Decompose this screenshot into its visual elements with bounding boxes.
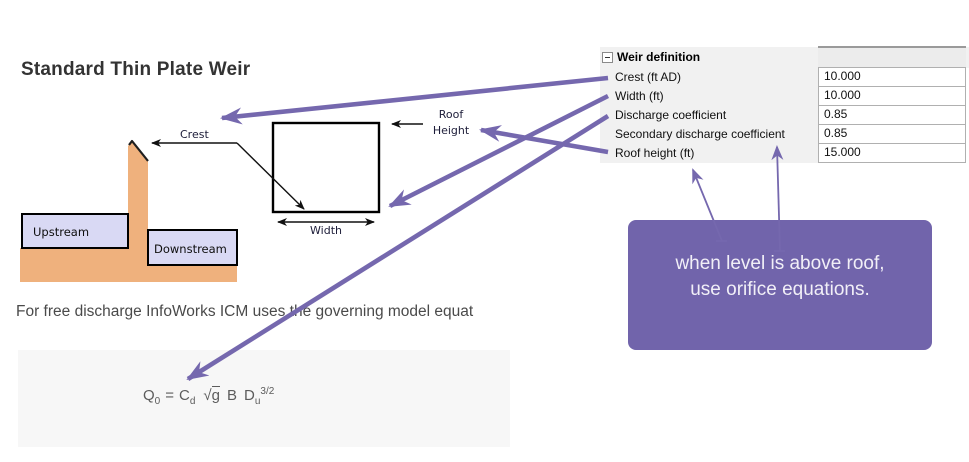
arrow-crest-row-to-crest xyxy=(220,75,609,125)
callout-line2: use orifice equations. xyxy=(690,279,870,300)
arrow-width-row-to-width xyxy=(388,93,610,209)
property-row-value[interactable]: 15.000 xyxy=(818,144,966,163)
orifice-box xyxy=(271,121,381,214)
downstream-label: Downstream xyxy=(154,242,227,256)
upstream-label: Upstream xyxy=(33,225,89,239)
property-table-value-column-header xyxy=(818,46,966,68)
eq-radical: √ xyxy=(203,387,212,404)
callout-line1: when level is above roof, xyxy=(675,253,885,274)
body-paragraph: For free discharge InfoWorks ICM uses th… xyxy=(16,303,474,320)
eq-b: B xyxy=(226,387,237,404)
property-table-rows: Crest (ft AD) 10.000 Width (ft) 10.000 D… xyxy=(600,67,969,163)
table-row-width: Width (ft) 10.000 xyxy=(600,87,969,106)
callout-note: when level is above roof, use orifice eq… xyxy=(628,220,932,350)
crest-arrow-to-box xyxy=(236,142,305,210)
crest-label: Crest xyxy=(180,128,209,141)
property-row-value[interactable]: 0.85 xyxy=(818,125,966,144)
weir-structure-shape xyxy=(20,141,237,282)
property-table-header-label: Weir definition xyxy=(617,50,701,64)
property-row-label: Discharge coefficient xyxy=(600,106,818,125)
collapse-minus-icon[interactable] xyxy=(602,52,613,63)
eq-d: D xyxy=(244,387,255,404)
roof-height-label-line2: Height xyxy=(433,124,470,137)
minus-glyph xyxy=(605,57,610,58)
eq-q-sub: 0 xyxy=(154,396,161,407)
weir-diagram: Upstream Downstream Crest Roof Height Wi… xyxy=(20,108,470,282)
property-row-label: Secondary discharge coefficient xyxy=(600,125,818,144)
page-title: Standard Thin Plate Weir xyxy=(21,59,251,80)
width-label: Width xyxy=(310,224,342,237)
property-row-label: Crest (ft AD) xyxy=(600,68,818,87)
eq-d-sub: u xyxy=(254,396,261,407)
table-row-crest: Crest (ft AD) 10.000 xyxy=(600,67,969,87)
thin-plate-crest-edge xyxy=(128,139,149,162)
property-table: Weir definition Crest (ft AD) 10.000 Wid… xyxy=(600,46,969,163)
table-row-secondary-discharge-coefficient: Secondary discharge coefficient 0.85 xyxy=(600,125,969,144)
property-table-header[interactable]: Weir definition xyxy=(600,46,969,68)
property-row-label: Roof height (ft) xyxy=(600,144,818,163)
eq-exponent: 3/2 xyxy=(260,386,275,397)
eq-c: C xyxy=(179,387,190,404)
eq-equals: = xyxy=(165,387,174,404)
downstream-water xyxy=(147,229,238,266)
arrow-roofheight-row-to-roof-label xyxy=(479,125,609,155)
table-row-discharge-coefficient: Discharge coefficient 0.85 xyxy=(600,106,969,125)
table-row-roof-height: Roof height (ft) 15.000 xyxy=(600,144,969,163)
eq-c-sub: d xyxy=(189,396,196,407)
arrow-discharge-row-to-equation xyxy=(186,114,610,381)
property-row-label: Width (ft) xyxy=(600,87,818,106)
roof-height-label-line1: Roof xyxy=(439,108,465,121)
property-row-value[interactable]: 10.000 xyxy=(818,67,966,87)
upstream-water xyxy=(21,213,129,249)
property-row-value[interactable]: 10.000 xyxy=(818,87,966,106)
eq-q: Q xyxy=(143,387,155,404)
property-row-value[interactable]: 0.85 xyxy=(818,106,966,125)
eq-g: g xyxy=(211,386,220,404)
